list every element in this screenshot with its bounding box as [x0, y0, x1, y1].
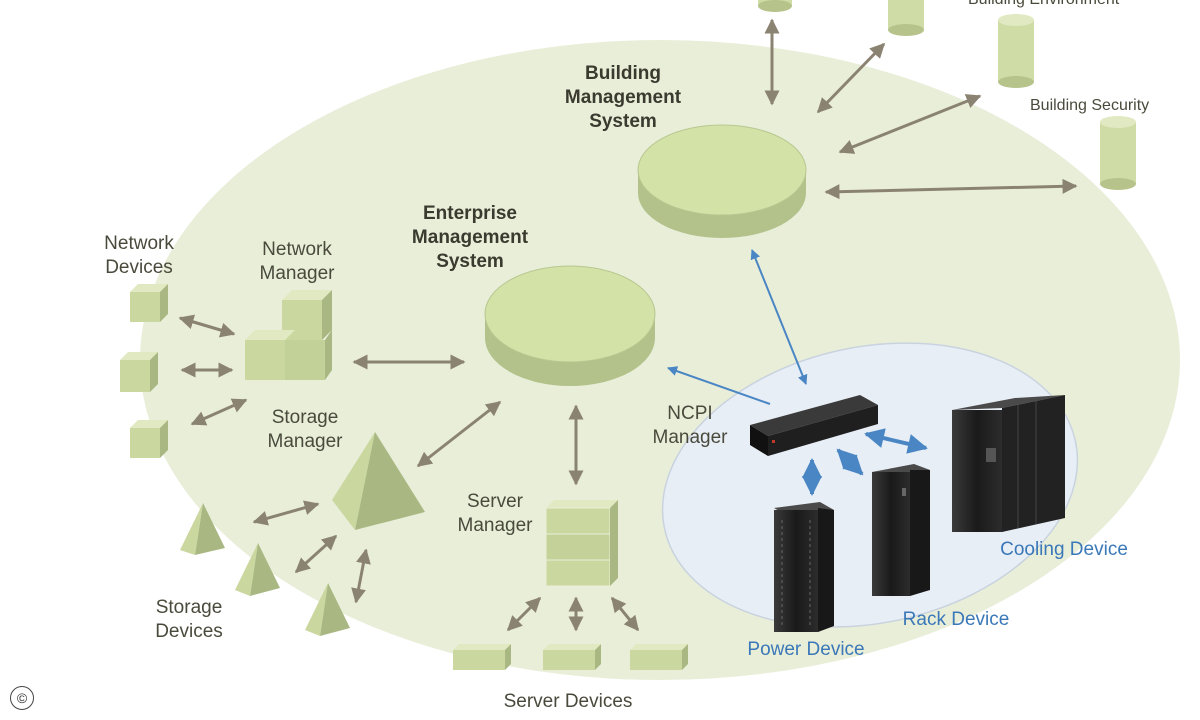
network-device-cube-1 — [130, 284, 168, 322]
network-device-cube-2 — [120, 352, 158, 392]
enterprise-management-system-label: Enterprise Management System — [411, 203, 529, 272]
building-environment-cylinder — [998, 14, 1034, 88]
storage-manager-label: Storage Manager — [267, 407, 343, 452]
arrow-storage-device-3 — [351, 548, 371, 604]
server-devices-label: Server Devices — [503, 691, 633, 712]
arrow-network-device-1 — [178, 314, 236, 338]
network-devices-label: Network Devices — [104, 233, 174, 278]
network-manager-label: Network Manager — [259, 239, 335, 284]
cooling-device-label: Cooling Device — [1000, 539, 1128, 560]
arrow-ncpi-rack — [836, 448, 864, 476]
rack-device-label: Rack Device — [902, 609, 1010, 630]
enterprise-management-system-disc — [484, 265, 656, 386]
storage-devices-label: Storage Devices — [155, 597, 223, 642]
arrow-bms-cyl2 — [816, 42, 886, 114]
arrow-bms-environment — [838, 94, 982, 154]
network-manager-cubes — [245, 290, 332, 380]
building-security-cylinder — [1100, 116, 1136, 190]
building-cylinder-1 — [758, 0, 792, 12]
power-device-label: Power Device — [747, 639, 865, 660]
network-device-cube-3 — [130, 420, 168, 458]
storage-device-pyramid-3 — [305, 583, 350, 636]
arrow-storage-device-2 — [294, 534, 338, 574]
storage-device-pyramid-2 — [235, 543, 280, 596]
ncpi-manager-label: NCPI Manager — [652, 403, 728, 448]
storage-manager-pyramid — [332, 432, 425, 530]
ncpi-manager-switch — [750, 395, 878, 456]
storage-device-pyramid-1 — [180, 503, 225, 555]
arrow-ncpi-bms — [750, 249, 808, 385]
arrow-ncpi-ems — [667, 366, 771, 405]
rack-device-cabinet — [872, 464, 930, 596]
arrow-storage-manager-ems — [416, 400, 502, 468]
power-device-cabinet — [774, 502, 834, 632]
building-management-system-label: Building Management System — [564, 63, 682, 132]
server-device-box-3 — [630, 644, 688, 670]
arrow-bms-security — [824, 178, 1078, 200]
arrow-network-device-3 — [190, 398, 248, 426]
arrow-storage-device-1 — [252, 500, 320, 526]
server-device-box-1 — [453, 644, 511, 670]
building-security-label: Building Security — [1030, 97, 1150, 114]
server-manager-stack — [545, 500, 618, 587]
building-environment-label: Building Environment — [968, 0, 1119, 12]
arrow-server-device-3 — [610, 596, 640, 632]
copyright-icon: © — [10, 686, 34, 710]
arrow-ncpi-cooling — [864, 428, 928, 454]
cooling-device-cabinet — [952, 395, 1065, 532]
building-management-system-disc — [637, 124, 807, 238]
arrow-server-device-1 — [506, 596, 542, 632]
building-cylinder-2 — [888, 0, 924, 36]
server-manager-label: Server Manager — [457, 491, 533, 536]
server-device-box-2 — [543, 644, 601, 670]
